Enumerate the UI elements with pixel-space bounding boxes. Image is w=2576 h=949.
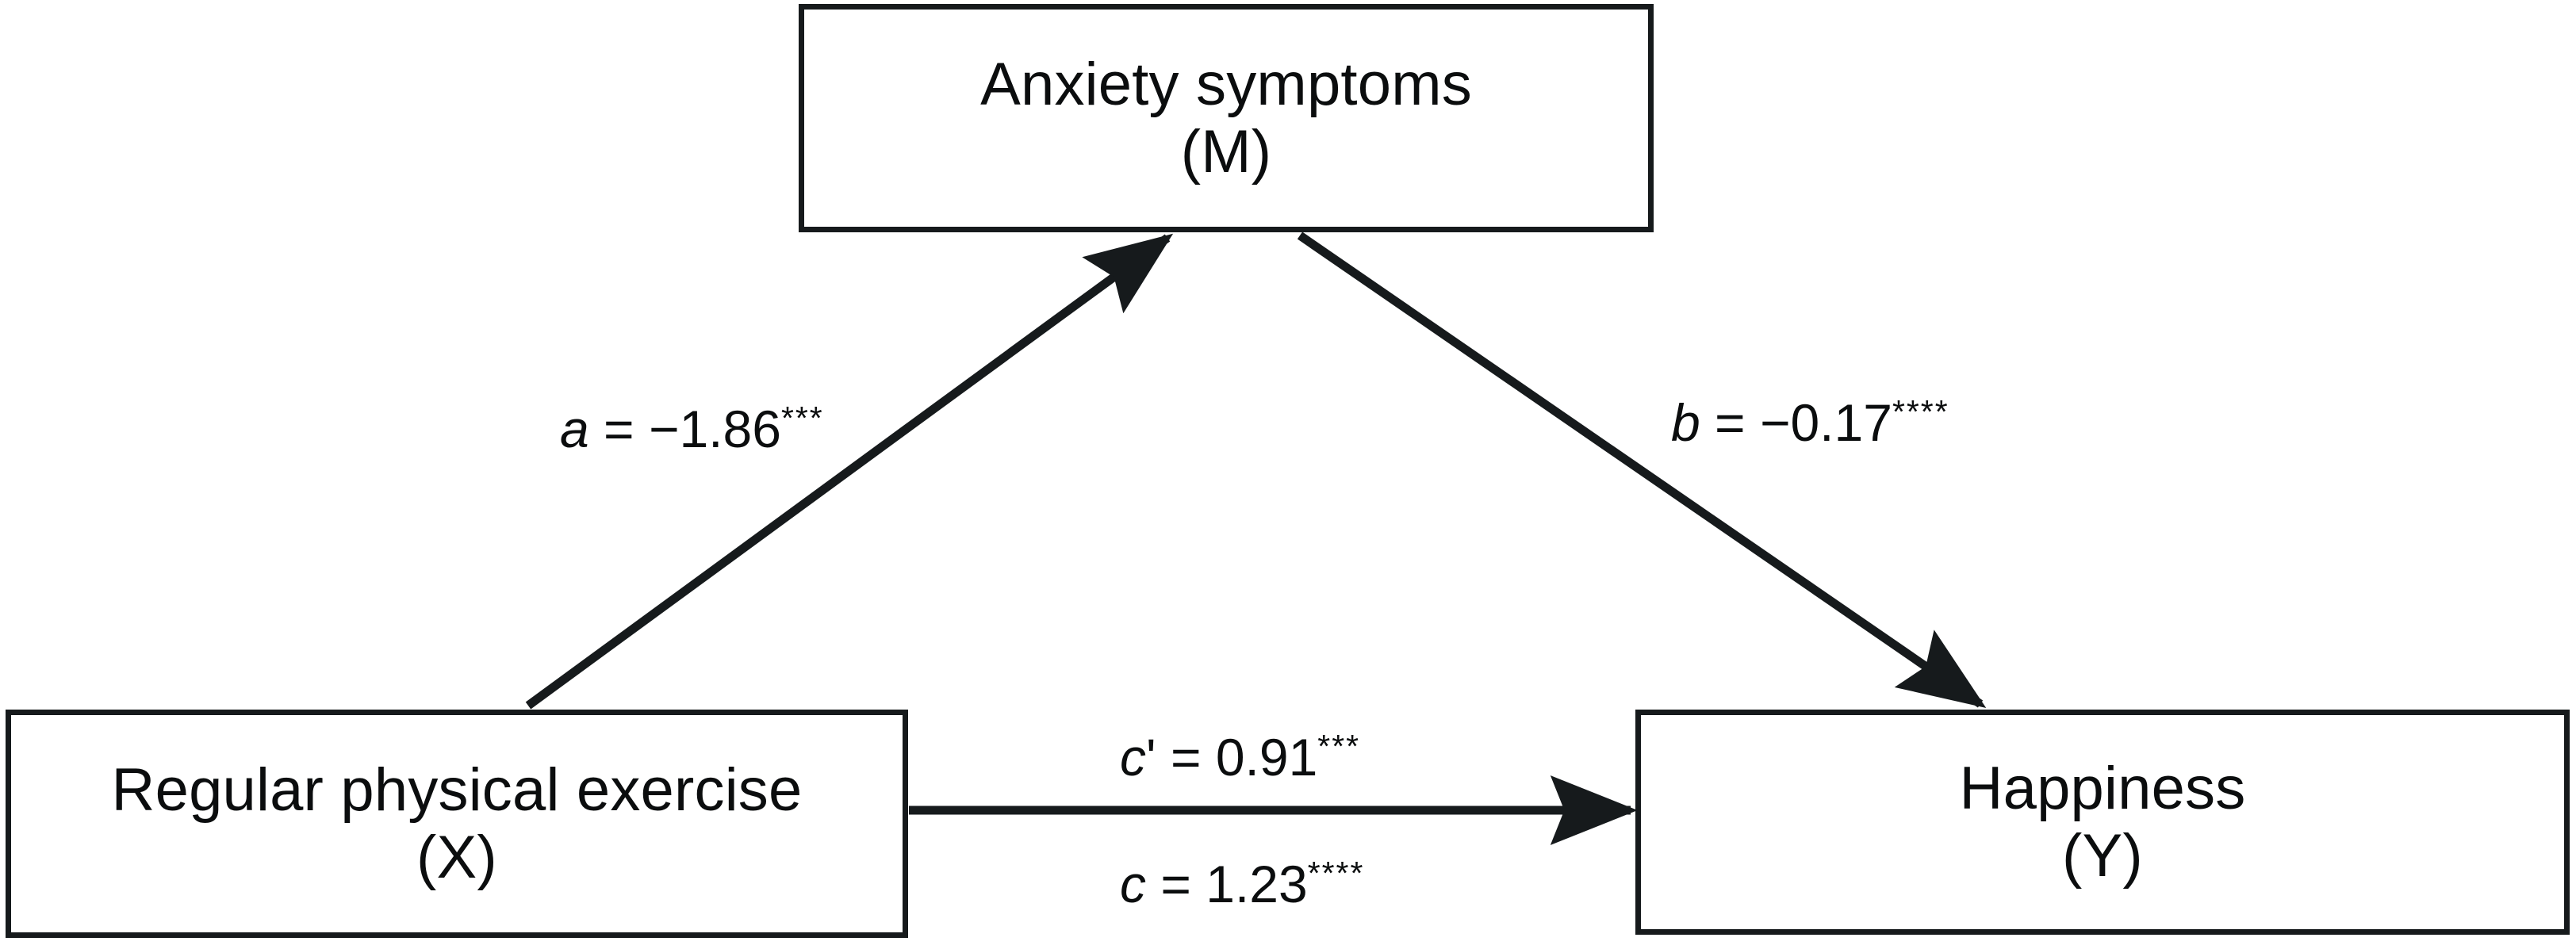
path-a-equals: =: [588, 400, 649, 458]
path-c-total-coefficient: 1.23: [1206, 855, 1308, 913]
node-mediator-title: Anxiety symptoms: [980, 50, 1472, 118]
path-b-significance-stars: ****: [1892, 393, 1949, 430]
path-a-significance-stars: ***: [780, 400, 824, 436]
path-label-a: a = −1.86***: [560, 400, 824, 458]
path-a-arrow: [525, 233, 1174, 710]
node-outcome-title: Happiness: [1959, 754, 2246, 822]
node-mediator-anxiety-symptoms[interactable]: Anxiety symptoms (M): [799, 4, 1654, 232]
path-c-total-equals: =: [1146, 855, 1206, 913]
node-outcome-role-label: (Y): [2062, 822, 2143, 890]
path-label-c-prime: c' = 0.91***: [1120, 728, 1361, 786]
path-b-coefficient: −0.17: [1759, 393, 1892, 452]
node-predictor-title: Regular physical exercise: [111, 756, 803, 824]
path-a-coefficient: −1.86: [648, 400, 781, 458]
path-b-arrow: [1297, 232, 1987, 708]
path-b-symbol: b: [1671, 393, 1700, 452]
path-c-prime-significance-stars: ***: [1317, 728, 1361, 764]
path-b-equals: =: [1700, 393, 1760, 452]
path-a-symbol: a: [560, 400, 589, 458]
path-c-prime-equals: =: [1156, 728, 1216, 786]
path-c-prime-symbol: c: [1120, 728, 1146, 786]
path-label-b: b = −0.17****: [1671, 396, 1949, 449]
node-predictor-role-label: (X): [416, 824, 497, 891]
path-c-total-significance-stars: ****: [1307, 855, 1365, 891]
node-predictor-regular-physical-exercise[interactable]: Regular physical exercise (X): [6, 710, 908, 938]
node-mediator-role-label: (M): [1180, 118, 1272, 186]
path-label-c-total: c = 1.23****: [1120, 855, 1365, 913]
path-c-total-symbol: c: [1120, 855, 1146, 913]
node-outcome-happiness[interactable]: Happiness (Y): [1635, 710, 2570, 935]
path-c-prime-coefficient: 0.91: [1215, 728, 1318, 786]
path-c-prime-prime-mark: ': [1146, 728, 1156, 786]
